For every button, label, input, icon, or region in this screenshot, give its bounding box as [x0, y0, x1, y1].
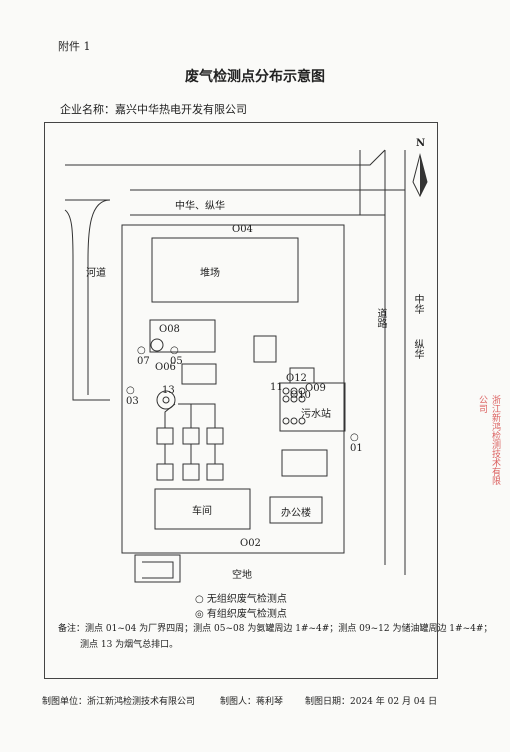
office-building	[269, 496, 323, 524]
point-03: ○03	[126, 385, 139, 407]
note-line-2: 测点 13 为烟气总排口。	[80, 640, 179, 650]
boiler	[182, 463, 200, 481]
river-bank	[87, 199, 111, 395]
road-line-top	[65, 149, 386, 166]
point-05-num: 05	[170, 356, 183, 367]
ammonia-tank	[150, 338, 164, 352]
stockyard-label: 堆场	[200, 268, 220, 279]
point-09: O09	[305, 383, 326, 394]
sewage-label: 污水站	[301, 409, 331, 420]
workshop-building	[154, 488, 251, 530]
point-01: ○01	[350, 432, 363, 454]
sewage-station	[279, 382, 346, 432]
company-line: 企业名称：嘉兴中华热电开发有限公司	[60, 101, 247, 117]
point-10: O10	[290, 390, 311, 401]
boiler	[156, 463, 174, 481]
point-07-num: 07	[137, 356, 150, 367]
point-07: ○07	[137, 345, 150, 367]
empty-land-marker	[134, 554, 181, 583]
point-02: O02	[240, 538, 261, 549]
footer-unit: 制图单位：浙江新鸿检测技术有限公司	[42, 697, 196, 707]
road-east-label-3: 纵华	[412, 339, 423, 359]
north-label: N	[416, 138, 426, 149]
point-11: 11	[270, 382, 283, 393]
point-13: 13	[162, 385, 175, 396]
plant-boundary	[121, 224, 345, 554]
chimney	[156, 390, 176, 410]
footer-maker: 制图人：蒋利琴	[220, 697, 284, 707]
river-label: 河道	[86, 268, 106, 279]
small-building	[281, 449, 328, 477]
road-north-label: 中华、纵华	[175, 201, 225, 212]
boiler	[182, 427, 200, 445]
legend-organized: ◎ 有组织废气检测点	[195, 609, 287, 620]
legend-unorganized: ○ 无组织废气检测点	[195, 594, 287, 605]
point-06: O06	[155, 362, 176, 373]
road-east-label: 道路	[375, 308, 386, 328]
page-title: 废气检测点分布示意图	[185, 69, 325, 85]
diagram-frame	[44, 122, 438, 679]
river-bank	[64, 209, 110, 401]
empty-land-label: 空地	[232, 570, 252, 581]
boiler	[206, 427, 224, 445]
tank-area	[149, 319, 216, 353]
company-name: 嘉兴中华热电开发有限公司	[115, 103, 247, 116]
point-08: O08	[159, 324, 180, 335]
north-arrow-fill	[420, 155, 427, 196]
point-04: O04	[232, 224, 253, 235]
point-03-num: 03	[126, 396, 139, 407]
point-05: ○05	[170, 345, 183, 367]
boiler	[206, 463, 224, 481]
company-label: 企业名称：	[60, 103, 115, 116]
office-label: 办公楼	[281, 508, 311, 519]
attachment-label: 附件 1	[58, 40, 91, 53]
boiler	[156, 427, 174, 445]
stamp-mark: 浙江新鸿检测技术有限公司	[477, 395, 500, 485]
small-building	[253, 335, 277, 363]
stockyard-building	[151, 237, 299, 303]
workshop-label: 车间	[192, 506, 212, 517]
small-building	[181, 363, 217, 385]
organized-point-icon	[162, 396, 170, 404]
point-01-num: 01	[350, 443, 363, 454]
point-12: O12	[286, 373, 307, 384]
road-east-label-2: 中华	[412, 294, 423, 314]
oil-tanks	[282, 387, 306, 425]
note-line-1: 备注：测点 01~04 为厂界四周；测点 05~08 为氨罐周边 1#~4#；测…	[58, 624, 493, 634]
footer-date: 制图日期：2024 年 02 月 04 日	[305, 697, 438, 707]
flue-duct	[164, 403, 216, 464]
